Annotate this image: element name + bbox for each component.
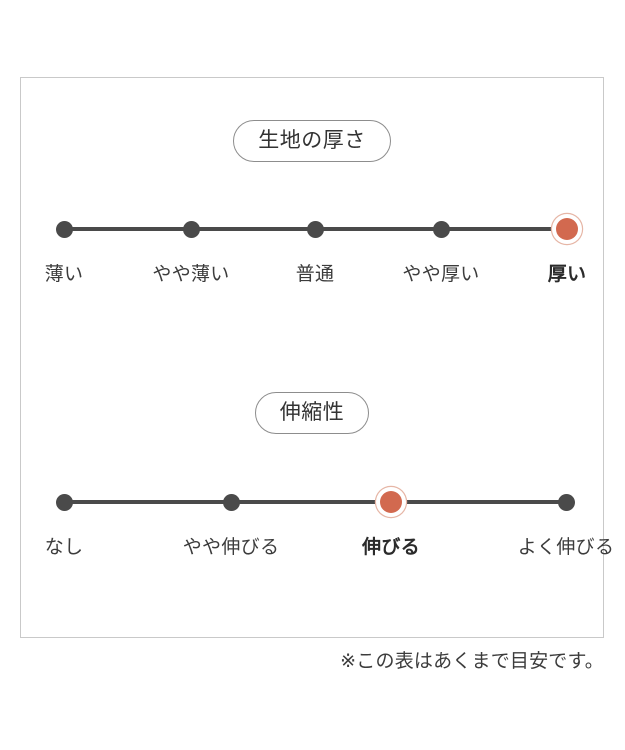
thickness-dot-3[interactable] <box>306 220 324 238</box>
spec-panel: 生地の厚さ 薄い やや薄い 普通 やや厚い 厚い 伸縮性 <box>20 77 614 638</box>
section-stretch-heading: 伸縮性 <box>254 392 370 434</box>
section-thickness-heading-wrap: 生地の厚さ <box>21 120 603 162</box>
thickness-dot-1[interactable] <box>55 220 73 238</box>
stretch-dot-2[interactable] <box>222 493 240 511</box>
stretch-labels: なし やや伸びる 伸びる よく伸びる <box>21 534 614 562</box>
footnote-disclaimer: ※この表はあくまで目安です。 <box>340 651 604 672</box>
thickness-label-3: 普通 <box>295 264 335 285</box>
stretch-label-4: よく伸びる <box>517 537 615 558</box>
thickness-label-4: やや厚い <box>402 264 480 285</box>
thickness-dot-5-selected[interactable] <box>556 218 578 240</box>
section-thickness: 生地の厚さ 薄い やや薄い 普通 やや厚い 厚い <box>21 120 603 289</box>
stretch-dot-3-selected[interactable] <box>380 491 402 513</box>
thickness-label-5-selected: 厚い <box>547 264 587 285</box>
thickness-dot-4[interactable] <box>432 220 450 238</box>
stretch-label-2: やや伸びる <box>182 537 280 558</box>
section-stretch: 伸縮性 なし やや伸びる 伸びる よく伸びる <box>21 392 614 562</box>
thickness-labels: 薄い やや薄い 普通 やや厚い 厚い <box>21 261 603 289</box>
stretch-dot-1[interactable] <box>55 493 73 511</box>
stretch-scale <box>21 482 603 522</box>
stretch-label-3-selected: 伸びる <box>362 537 420 558</box>
thickness-dot-2[interactable] <box>182 220 200 238</box>
stretch-track <box>64 500 566 504</box>
section-thickness-heading: 生地の厚さ <box>233 120 391 162</box>
thickness-label-1: 薄い <box>44 264 84 285</box>
stretch-label-1: なし <box>44 537 84 558</box>
thickness-label-2: やや薄い <box>152 264 230 285</box>
stretch-dot-4[interactable] <box>557 493 575 511</box>
section-stretch-heading-wrap: 伸縮性 <box>21 392 603 434</box>
thickness-scale <box>21 209 603 249</box>
